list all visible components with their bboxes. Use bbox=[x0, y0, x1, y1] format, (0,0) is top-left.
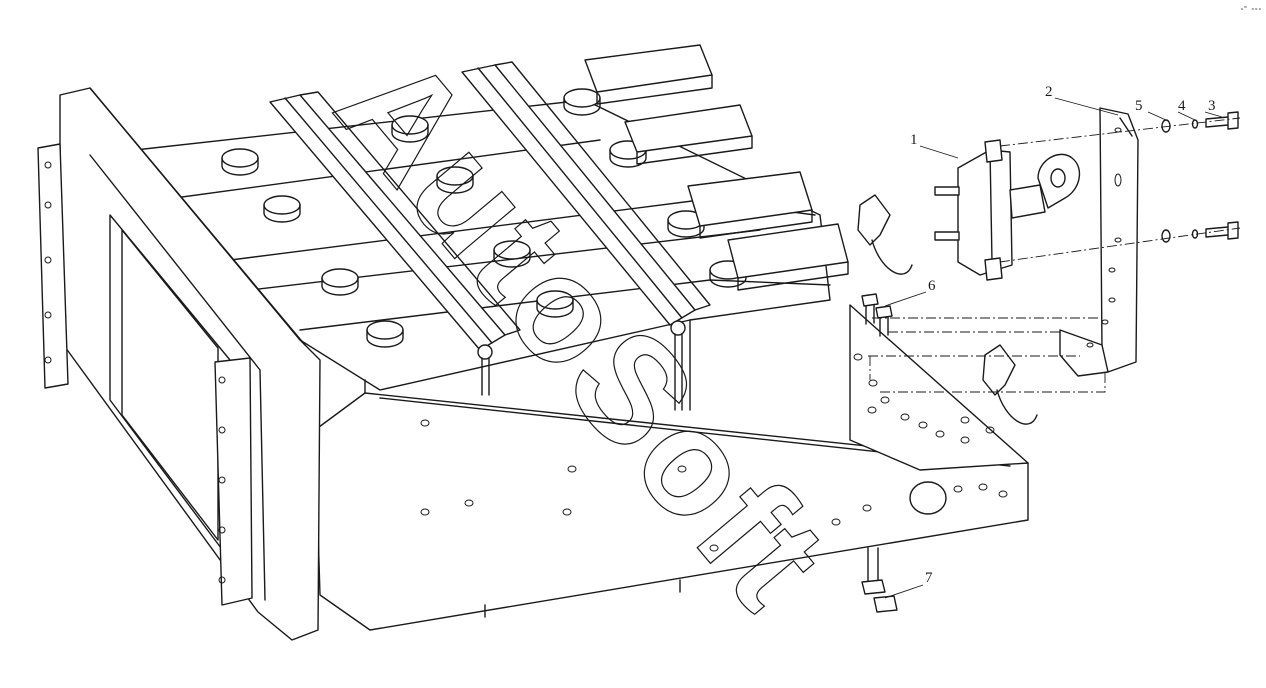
spring-washer bbox=[1191, 119, 1199, 129]
battery-terminal-post bbox=[667, 210, 705, 238]
battery-terminals bbox=[221, 88, 747, 348]
battery-box-assembly bbox=[37, 44, 1038, 641]
callout-6: 6 bbox=[884, 278, 936, 307]
callout-label: 5 bbox=[1135, 98, 1143, 114]
side-panel-holes bbox=[420, 419, 1008, 552]
fastener-set-upper bbox=[1161, 111, 1239, 133]
battery-terminal-post bbox=[436, 166, 474, 194]
callouts: 1 2 3 4 5 6 7 bbox=[884, 84, 1223, 599]
end-frame-flange bbox=[214, 357, 253, 606]
corner-mark: ₒᵐ ₒₒₒ bbox=[1240, 5, 1262, 12]
grommet bbox=[909, 481, 947, 515]
shelf-bolts bbox=[861, 293, 893, 337]
battery-terminal-post bbox=[366, 320, 404, 348]
battery-disconnect-switch bbox=[934, 139, 1081, 281]
terminal-cover bbox=[624, 104, 753, 153]
cable-clip bbox=[857, 194, 913, 275]
callout-label: 7 bbox=[925, 570, 933, 586]
battery-terminal-post bbox=[536, 290, 574, 318]
callout-3: 3 bbox=[1204, 98, 1223, 118]
hex-nuts bbox=[861, 547, 898, 613]
callout-label: 4 bbox=[1178, 98, 1186, 114]
bottom-stud bbox=[484, 579, 681, 618]
terminal-cover bbox=[584, 44, 713, 93]
callout-5: 5 bbox=[1135, 98, 1167, 121]
battery-terminal-post bbox=[493, 240, 531, 268]
switch-terminal-stud bbox=[934, 186, 960, 196]
shelf-holes bbox=[853, 353, 995, 444]
callout-1: 1 bbox=[910, 132, 959, 159]
assembly-center-lines bbox=[868, 117, 1241, 393]
callout-label: 3 bbox=[1208, 98, 1216, 114]
exploded-parts bbox=[861, 107, 1241, 613]
switch-terminal-stud bbox=[934, 231, 960, 241]
callout-7: 7 bbox=[884, 570, 933, 599]
battery-terminal-post bbox=[563, 88, 601, 116]
callout-label: 6 bbox=[928, 278, 936, 294]
callout-label: 2 bbox=[1045, 84, 1053, 100]
battery-terminal-post bbox=[221, 148, 259, 176]
terminal-covers bbox=[584, 44, 849, 291]
hold-down-rail-right bbox=[461, 61, 711, 411]
callout-4: 4 bbox=[1177, 98, 1196, 121]
mounting-shelf bbox=[849, 304, 1029, 471]
hold-down-rail-left bbox=[269, 91, 521, 396]
flat-washer bbox=[1161, 229, 1171, 243]
fastener-set-lower bbox=[1161, 221, 1239, 243]
cable-clip bbox=[982, 344, 1038, 425]
tray-end-frame bbox=[37, 87, 321, 641]
mounting-bracket bbox=[1059, 107, 1139, 377]
battery-terminal-post bbox=[263, 195, 301, 223]
battery-terminal-post bbox=[321, 268, 359, 296]
callout-label: 1 bbox=[910, 132, 918, 148]
battery-terminal-post bbox=[391, 115, 429, 143]
callout-2: 2 bbox=[1045, 84, 1119, 116]
